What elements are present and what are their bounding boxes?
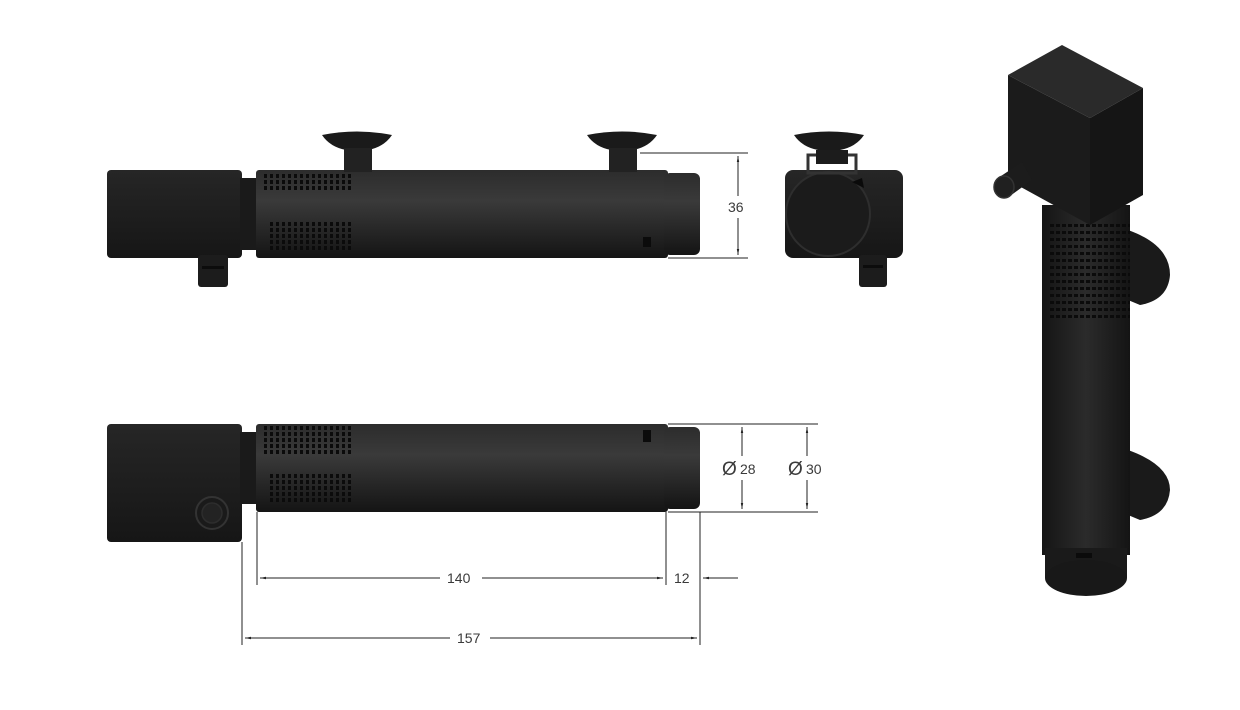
dimension-length-140: 140 <box>260 570 663 586</box>
dimension-label-28: 28 <box>740 461 756 477</box>
front-view: Ø 28 Ø 30 140 12 <box>107 423 822 646</box>
top-view-head-box <box>107 170 242 258</box>
iso-head-box-front <box>1008 75 1090 225</box>
top-view: 36 <box>107 131 748 287</box>
dimension-label-30: 30 <box>806 461 822 477</box>
dimension-length-157: 157 <box>245 630 697 646</box>
iso-suction-cup-lower <box>1128 450 1170 520</box>
top-view-suction-cup-left <box>322 131 392 172</box>
dimension-diameter-30: Ø 30 <box>700 423 822 513</box>
dimension-label-157: 157 <box>457 630 481 646</box>
end-view <box>785 131 903 287</box>
isometric-view <box>993 45 1170 596</box>
iso-head-box-side <box>1090 88 1143 225</box>
diameter-symbol-28: Ø <box>722 459 737 480</box>
top-view-end-cap <box>664 173 700 255</box>
top-view-outlet-nozzle <box>198 255 228 287</box>
iso-suction-cup-upper <box>1128 230 1170 305</box>
diameter-symbol-30: Ø <box>788 459 803 480</box>
end-view-nozzle <box>859 255 887 287</box>
top-view-tube <box>256 170 668 258</box>
front-view-end-cap <box>664 427 700 509</box>
top-view-suction-cup-right <box>587 131 657 172</box>
iso-head-box-top <box>1008 45 1143 118</box>
dimension-label-36: 36 <box>728 199 744 215</box>
dimension-length-12: 12 <box>674 570 738 586</box>
iso-outlet-nozzle <box>993 162 1032 199</box>
dimension-height-36: 36 <box>640 152 748 259</box>
front-view-tube <box>256 424 668 512</box>
dimension-label-12: 12 <box>674 570 690 586</box>
end-view-suction-cup <box>794 131 864 150</box>
iso-bottom-cap <box>1045 560 1127 596</box>
dimension-label-140: 140 <box>447 570 471 586</box>
